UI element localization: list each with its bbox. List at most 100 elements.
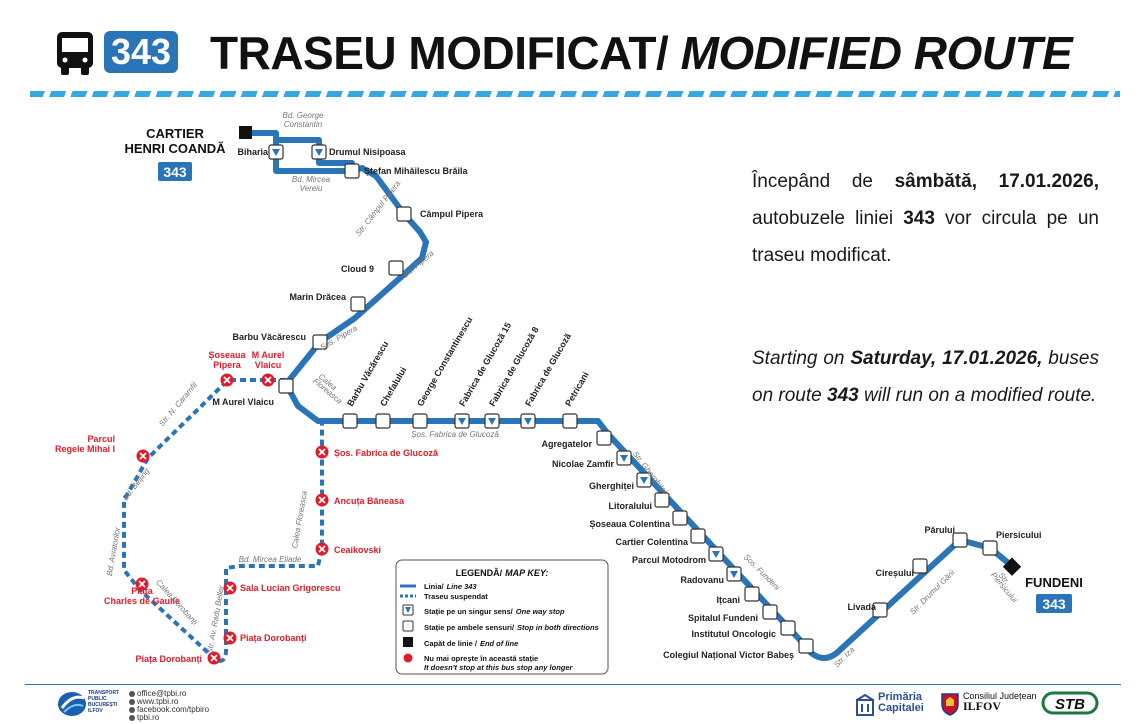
two-way-stop-icon[interactable] <box>672 510 688 526</box>
legend-item-ro: Nu mai oprește în această stație <box>424 654 538 663</box>
suspended-stop-label: Ancuța Băneasa <box>334 496 405 506</box>
terminus-start-name: CARTIER <box>146 126 204 141</box>
stop-label: Parcul Motodrom <box>632 555 706 565</box>
legend-item-ro: Traseu suspendat <box>424 592 488 601</box>
header: 343 TRASEU MODIFICAT/ MODIFIED ROUTE <box>0 0 1146 100</box>
stop-label: Nicolae Zamfir <box>552 459 615 469</box>
title-ro: TRASEU MODIFICAT/ <box>210 27 669 79</box>
cancelled-stop-icon <box>315 493 329 507</box>
one-way-stop-icon[interactable] <box>616 450 632 466</box>
two-way-stop-icon[interactable] <box>596 430 612 446</box>
two-way-stop-icon[interactable] <box>872 602 888 618</box>
suspended-stop-label: Vlaicu <box>255 360 282 370</box>
stop-label: Biharia <box>237 147 269 157</box>
suspended-stop-label: M Aurel <box>252 350 285 360</box>
legend-item-en: It doesn't stop at this bus stop any lon… <box>424 663 574 672</box>
stb-logo: STB <box>1041 691 1099 715</box>
one-way-stop-icon[interactable] <box>454 413 470 429</box>
notice-ro-text-2: autobuzele liniei <box>752 208 904 229</box>
terminus-start-badge-text: 343 <box>163 164 187 180</box>
one-way-stop-icon[interactable] <box>708 546 724 562</box>
two-way-stop-icon[interactable] <box>912 558 928 574</box>
suspended-stop-label: Șos. Fabrica de Glucoză <box>334 448 439 458</box>
terminus-start-icon <box>239 126 252 139</box>
suspended-stop-label: Regele Mihai I <box>55 444 115 454</box>
coat-of-arms-icon <box>941 693 959 716</box>
footer-divider <box>25 684 1121 685</box>
tpbi-name: TRANSPORT PUBLIC BUCUREȘTI ILFOV <box>88 690 120 714</box>
two-way-stop-icon[interactable] <box>952 532 968 548</box>
stb-text: STB <box>1055 696 1085 713</box>
notice-ro-text-1: Începând de <box>752 171 895 192</box>
bus-icon <box>57 32 93 75</box>
cancelled-stop-icon <box>223 581 237 595</box>
legend-item-label: Nu mai oprește în această stație <box>424 654 538 663</box>
stop-label: Cloud 9 <box>341 264 374 274</box>
two-way-stop-icon[interactable] <box>412 413 428 429</box>
suspended-stop-label: Piața Dorobanți <box>240 633 307 643</box>
one-way-stop-icon[interactable] <box>311 144 327 160</box>
one-way-stop-icon[interactable] <box>520 413 536 429</box>
two-way-stop-icon[interactable] <box>744 586 760 602</box>
two-way-stop-icon[interactable] <box>762 604 778 620</box>
one-way-stop-icon[interactable] <box>726 566 742 582</box>
one-way-stop-icon[interactable] <box>268 144 284 160</box>
two-way-stop-icon[interactable] <box>350 296 366 312</box>
legend-title: LEGENDĂ/MAP KEY: <box>456 568 549 578</box>
cancelled-stop-icon <box>315 542 329 556</box>
stop-label: Spitalul Fundeni <box>688 613 758 623</box>
two-way-stop-icon[interactable] <box>388 260 404 276</box>
legend-item-label: Linia/Line 343 <box>424 582 477 591</box>
two-way-stop-icon[interactable] <box>982 540 998 556</box>
street-label: Constantin <box>284 120 323 129</box>
one-way-stop-icon[interactable] <box>484 413 500 429</box>
notice-ro: Începând de sâmbătă, 17.01.2026, autobuz… <box>752 163 1099 274</box>
footer-other[interactable]: tpbi.ro <box>137 713 160 722</box>
street-label: Bd. Aviatorilor <box>105 526 122 576</box>
terminus-icon <box>403 637 413 647</box>
two-way-stop-icon[interactable] <box>375 413 391 429</box>
two-way-stop-icon[interactable] <box>396 206 412 222</box>
cancelled-stop-icon <box>223 631 237 645</box>
cancelled-stop-icon <box>403 653 413 663</box>
footer-facebook[interactable]: facebook.com/tpbiro <box>137 705 210 714</box>
two-way-stop-icon[interactable] <box>312 334 328 350</box>
notice-en: Starting on Saturday, 17.01.2026, buses … <box>752 340 1099 414</box>
footer-website[interactable]: www.tpbi.ro <box>137 697 179 706</box>
suspended-stop-label: Șoseaua <box>208 350 246 360</box>
terminus-start-badge <box>158 162 192 181</box>
footer-email[interactable]: office@tpbi.ro <box>137 689 187 698</box>
legend-item-en: Line 343 <box>447 582 478 591</box>
street-label: Șos. Fabrica de Glucoză <box>411 430 499 439</box>
two-way-stop-icon[interactable] <box>690 528 706 544</box>
two-way-stop-icon[interactable] <box>562 413 578 429</box>
two-way-stop-icon[interactable] <box>278 378 294 394</box>
street-label: Bd. Mircea Eliade <box>239 555 302 564</box>
stop-label: Cireșului <box>875 568 914 578</box>
terminus-start-name: HENRI COANDĂ <box>124 141 226 156</box>
legend-item-label: Stație pe un singur sens/One way stop <box>424 607 565 616</box>
notice-en-date: Saturday, 17.01.2026, <box>850 348 1043 369</box>
two-way-stop-icon[interactable] <box>780 620 796 636</box>
title-en: MODIFIED ROUTE <box>680 27 1073 79</box>
legend-item-en: One way stop <box>516 607 565 616</box>
stop-label: Drumul Nisipoasa <box>329 147 407 157</box>
two-way-stop-icon[interactable] <box>798 638 814 654</box>
stop-label: Cartier Colentina <box>615 537 689 547</box>
stop-label: Radovanu <box>680 575 724 585</box>
terminus-end-badge-text: 343 <box>1042 596 1066 612</box>
two-way-stop-icon[interactable] <box>654 492 670 508</box>
stop-label: Șoseaua Colentina <box>589 519 671 529</box>
two-way-stop-icon[interactable] <box>342 413 358 429</box>
one-way-stop-icon[interactable] <box>636 472 652 488</box>
stop-label: Colegiul Național Victor Babeș <box>663 650 794 660</box>
notice-ro-date: sâmbătă, 17.01.2026, <box>894 171 1099 192</box>
street-label: Str. Câmpul Pipera <box>354 179 403 238</box>
suspended-route-line <box>122 378 324 663</box>
legend-title-en: MAP KEY: <box>505 568 548 578</box>
street-label: Str. Av. Radu Beller <box>205 585 226 655</box>
two-way-stop-icon[interactable] <box>344 163 360 179</box>
terminus-end-name: FUNDENI <box>1025 575 1083 590</box>
stop-label: Ițcani <box>716 595 740 605</box>
